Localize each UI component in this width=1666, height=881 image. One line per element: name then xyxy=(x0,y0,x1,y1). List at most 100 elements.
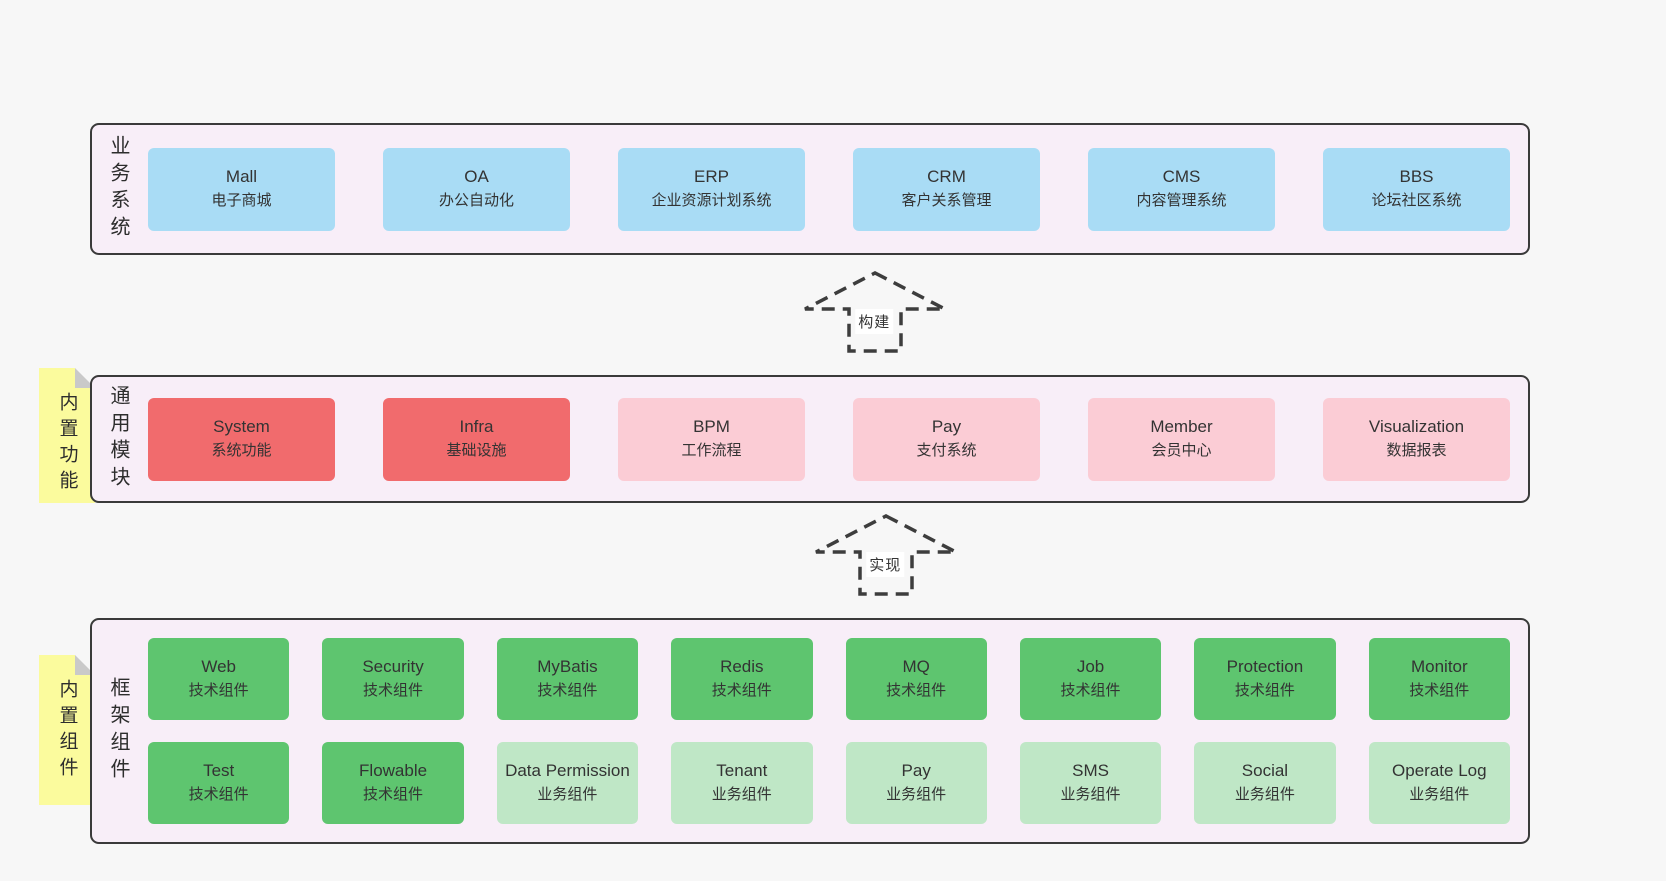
box-desc: 技术组件 xyxy=(537,682,598,700)
box-name: BBS xyxy=(1399,167,1434,187)
box-desc: 技术组件 xyxy=(188,682,249,700)
box-redis: Redis 技术组件 xyxy=(671,638,813,720)
arrow-implement: 实现 xyxy=(811,513,961,597)
box-name: Redis xyxy=(720,657,764,677)
box-monitor: Monitor 技术组件 xyxy=(1368,638,1510,720)
panel-framework-components-label: 框架组件 xyxy=(107,677,129,785)
framework-rows: Web 技术组件 Security 技术组件 MyBatis 技术组件 Redi… xyxy=(134,638,1528,824)
box-desc: 基础设施 xyxy=(446,442,507,460)
box-security: Security 技术组件 xyxy=(322,638,464,720)
box-job: Job 技术组件 xyxy=(1019,638,1162,720)
box-infra: Infra 基础设施 xyxy=(383,397,570,481)
box-bpm: BPM 工作流程 xyxy=(618,397,805,481)
box-tenant: Tenant 业务组件 xyxy=(671,742,813,824)
box-desc: 电子商城 xyxy=(211,192,272,210)
box-desc: 业务组件 xyxy=(711,786,772,804)
framework-row-2: Test 技术组件 Flowable 技术组件 Data Permission … xyxy=(148,742,1510,824)
box-desc: 工作流程 xyxy=(681,442,742,460)
box-name: ERP xyxy=(694,167,729,187)
box-name: BPM xyxy=(693,417,730,437)
box-desc: 技术组件 xyxy=(363,786,424,804)
box-web: Web 技术组件 xyxy=(148,638,290,720)
box-desc: 内容管理系统 xyxy=(1136,192,1227,210)
box-desc: 系统功能 xyxy=(211,442,272,460)
box-desc: 企业资源计划系统 xyxy=(651,192,772,210)
box-desc: 技术组件 xyxy=(1234,682,1295,700)
box-pay-system: Pay 支付系统 xyxy=(853,397,1040,481)
panel-business-systems-label: 业务系统 xyxy=(107,135,129,243)
box-operate-log: Operate Log 业务组件 xyxy=(1368,742,1510,824)
box-desc: 技术组件 xyxy=(886,682,947,700)
note-label: 内置功能 xyxy=(56,392,78,496)
box-name: CRM xyxy=(927,167,966,187)
box-desc: 业务组件 xyxy=(1409,786,1470,804)
box-name: Member xyxy=(1150,417,1213,437)
box-desc: 业务组件 xyxy=(886,786,947,804)
framework-row-1: Web 技术组件 Security 技术组件 MyBatis 技术组件 Redi… xyxy=(148,638,1510,720)
box-desc: 技术组件 xyxy=(1409,682,1470,700)
box-erp: ERP 企业资源计划系统 xyxy=(618,147,805,231)
box-test: Test 技术组件 xyxy=(148,742,290,824)
box-name: Tenant xyxy=(716,761,768,781)
box-name: Data Permission xyxy=(505,761,630,781)
box-name: Job xyxy=(1076,657,1105,677)
box-name: Monitor xyxy=(1410,657,1468,677)
business-boxes: Mall 电子商城 OA 办公自动化 ERP 企业资源计划系统 CRM 客户关系… xyxy=(134,147,1528,231)
box-social: Social 业务组件 xyxy=(1194,742,1336,824)
box-name: Operate Log xyxy=(1392,761,1487,781)
box-desc: 业务组件 xyxy=(1234,786,1295,804)
box-sms: SMS 业务组件 xyxy=(1019,742,1162,824)
box-desc: 业务组件 xyxy=(1060,786,1121,804)
panel-common-modules: 通用模块 System 系统功能 Infra 基础设施 BPM 工作流程 Pay… xyxy=(90,375,1530,503)
box-name: MyBatis xyxy=(537,657,598,677)
panel-common-modules-label: 通用模块 xyxy=(107,385,129,493)
box-name: Visualization xyxy=(1368,417,1465,437)
box-crm: CRM 客户关系管理 xyxy=(853,147,1040,231)
arrow-build-label: 构建 xyxy=(855,309,894,334)
box-desc: 业务组件 xyxy=(537,786,598,804)
panel-business-systems: 业务系统 Mall 电子商城 OA 办公自动化 ERP 企业资源计划系统 CRM… xyxy=(90,123,1530,255)
box-name: Infra xyxy=(459,417,494,437)
box-visualization: Visualization 数据报表 xyxy=(1323,397,1510,481)
box-protection: Protection 技术组件 xyxy=(1194,638,1336,720)
box-cms: CMS 内容管理系统 xyxy=(1088,147,1275,231)
box-data-permission: Data Permission 业务组件 xyxy=(496,742,639,824)
box-name: Test xyxy=(203,761,235,781)
box-system: System 系统功能 xyxy=(148,397,335,481)
box-flowable: Flowable 技术组件 xyxy=(322,742,464,824)
box-name: Mall xyxy=(225,167,258,187)
box-mall: Mall 电子商城 xyxy=(148,147,335,231)
box-name: System xyxy=(213,417,270,437)
box-name: CMS xyxy=(1162,167,1201,187)
box-pay-component: Pay 业务组件 xyxy=(845,742,987,824)
box-name: Web xyxy=(201,657,237,677)
box-name: Security xyxy=(362,657,424,677)
box-name: MQ xyxy=(902,657,930,677)
arrow-implement-label: 实现 xyxy=(866,552,905,577)
box-name: Protection xyxy=(1226,657,1304,677)
box-desc: 技术组件 xyxy=(363,682,424,700)
sticky-note-builtin-components: 内置组件 xyxy=(39,655,95,805)
box-desc: 支付系统 xyxy=(916,442,977,460)
box-name: Social xyxy=(1241,761,1289,781)
note-label: 内置组件 xyxy=(56,679,78,783)
box-name: Flowable xyxy=(359,761,428,781)
box-desc: 论坛社区系统 xyxy=(1371,192,1462,210)
box-mybatis: MyBatis 技术组件 xyxy=(496,638,639,720)
box-desc: 数据报表 xyxy=(1386,442,1447,460)
box-name: Pay xyxy=(901,761,931,781)
box-desc: 技术组件 xyxy=(711,682,772,700)
box-oa: OA 办公自动化 xyxy=(383,147,570,231)
box-desc: 技术组件 xyxy=(1060,682,1121,700)
box-name: OA xyxy=(464,167,489,187)
box-desc: 技术组件 xyxy=(188,786,249,804)
common-boxes: System 系统功能 Infra 基础设施 BPM 工作流程 Pay 支付系统… xyxy=(134,397,1528,481)
box-desc: 办公自动化 xyxy=(438,192,514,210)
box-member: Member 会员中心 xyxy=(1088,397,1275,481)
box-mq: MQ 技术组件 xyxy=(845,638,987,720)
panel-framework-components: 框架组件 Web 技术组件 Security 技术组件 MyBatis 技术组件… xyxy=(90,618,1530,844)
arrow-build: 构建 xyxy=(800,270,950,354)
box-desc: 会员中心 xyxy=(1151,442,1212,460)
box-desc: 客户关系管理 xyxy=(901,192,992,210)
